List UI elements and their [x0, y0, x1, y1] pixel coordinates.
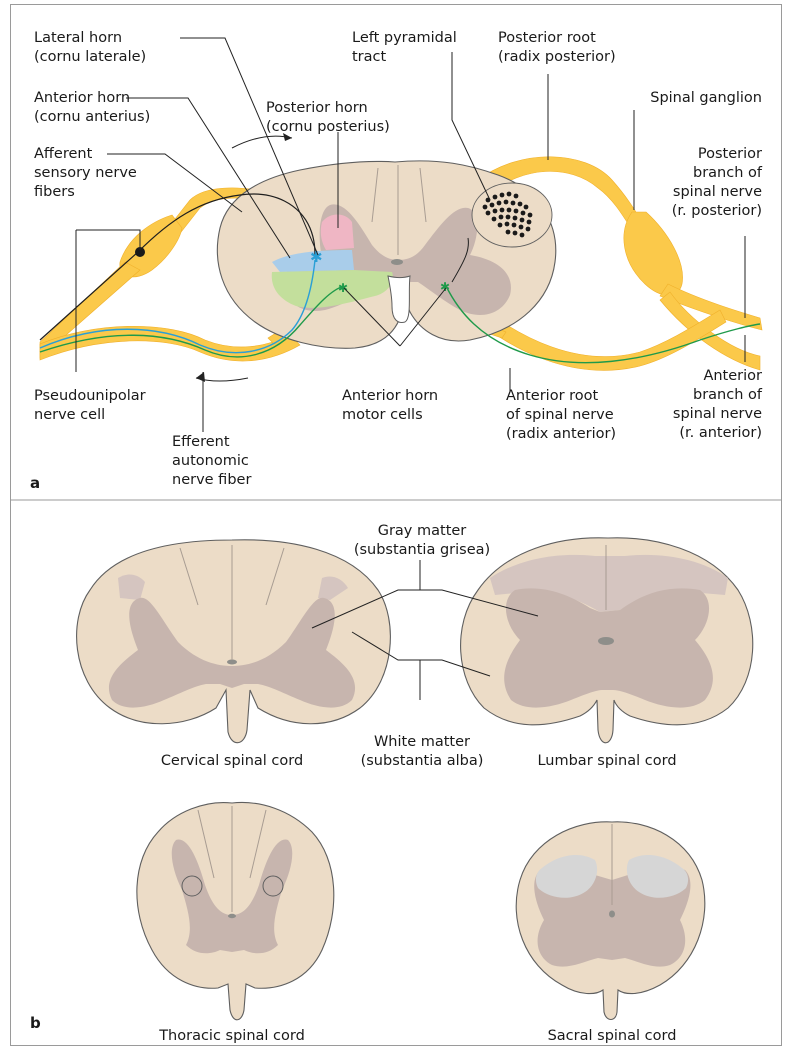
label-lumbar: Lumbar spinal cord [537, 753, 676, 769]
sacral-cross-section [516, 822, 705, 1020]
label-motor-cells-1: Anterior horn [342, 388, 438, 404]
label-afferent-1: Afferent [34, 146, 93, 162]
cervical-central-canal [227, 660, 237, 665]
left-anterior-root [40, 326, 300, 361]
posterior-horn-highlight [321, 215, 354, 251]
label-anterior-root-2: of spinal nerve [506, 407, 614, 423]
label-anterior-branch-4: (r. anterior) [679, 425, 762, 441]
label-efferent-3: nerve fiber [172, 472, 251, 488]
sacral-central-canal [609, 911, 615, 918]
label-anterior-branch-3: spinal nerve [673, 406, 762, 422]
lumbar-cross-section [461, 538, 753, 743]
label-pyramidal-1: Left pyramidal [352, 30, 457, 46]
label-gray-matter-1: Gray matter [378, 523, 467, 539]
right-spinal-ganglion [624, 212, 683, 295]
thoracic-central-canal [228, 914, 236, 918]
label-lateral-horn-2: (cornu laterale) [34, 49, 146, 65]
label-posterior-root-2: (radix posterior) [498, 49, 616, 65]
label-afferent-3: fibers [34, 184, 75, 200]
cord-cross-section [217, 161, 555, 348]
anterior-horn-cell-star-right: ✱ [440, 280, 450, 294]
label-anterior-horn-2: (cornu anterius) [34, 109, 150, 125]
label-white-matter-1: White matter [374, 734, 470, 750]
label-cervical: Cervical spinal cord [161, 753, 303, 769]
cervical-white-matter [77, 540, 391, 743]
cervical-dorsolateral-zone-left [118, 575, 145, 600]
label-posterior-horn-2: (cornu posterius) [266, 119, 390, 135]
pyramidal-tract-outline [472, 183, 552, 247]
anterior-horn-cell-star-left: ✱ [338, 281, 348, 295]
label-anterior-horn-1: Anterior horn [34, 90, 130, 106]
central-canal [391, 259, 403, 265]
label-posterior-branch-1: Posterior [698, 146, 762, 162]
panel-a-illustration: ✱ ✱ ✱ Lateral horn (co [30, 30, 763, 492]
thoracic-cross-section [137, 802, 334, 1019]
panel-a-letter: a [30, 474, 40, 492]
afferent-direction-arrow [232, 136, 292, 148]
label-efferent-2: autonomic [172, 453, 249, 469]
label-lateral-horn-1: Lateral horn [34, 30, 122, 46]
thoracic-white-matter [137, 802, 334, 1019]
label-posterior-root-1: Posterior root [498, 30, 596, 46]
label-posterior-branch-4: (r. posterior) [672, 203, 762, 219]
label-posterior-branch-3: spinal nerve [673, 184, 762, 200]
efferent-arrowhead [196, 372, 205, 382]
label-sacral: Sacral spinal cord [548, 1028, 677, 1044]
label-spinal-ganglion: Spinal ganglion [650, 90, 762, 106]
label-anterior-branch-2: branch of [693, 387, 763, 403]
label-pseudounipolar-1: Pseudounipolar [34, 388, 146, 404]
label-motor-cells-2: motor cells [342, 407, 423, 423]
label-gray-matter-2: (substantia grisea) [354, 542, 490, 558]
label-anterior-branch-1: Anterior [703, 368, 762, 384]
panel-b-letter: b [30, 1014, 41, 1032]
label-thoracic: Thoracic spinal cord [158, 1028, 305, 1044]
label-afferent-2: sensory nerve [34, 165, 137, 181]
cervical-cross-section [77, 540, 391, 743]
label-efferent-1: Efferent [172, 434, 230, 450]
label-posterior-horn-1: Posterior horn [266, 100, 368, 116]
label-white-matter-2: (substantia alba) [361, 753, 484, 769]
label-pseudounipolar-2: nerve cell [34, 407, 105, 423]
lumbar-central-canal [598, 637, 614, 645]
label-anterior-root-3: (radix anterior) [506, 426, 616, 442]
label-posterior-branch-2: branch of [693, 165, 763, 181]
label-pyramidal-2: tract [352, 49, 387, 65]
label-anterior-root-1: Anterior root [506, 388, 599, 404]
panel-b-illustration: Gray matter (substantia grisea) White ma… [30, 523, 753, 1044]
